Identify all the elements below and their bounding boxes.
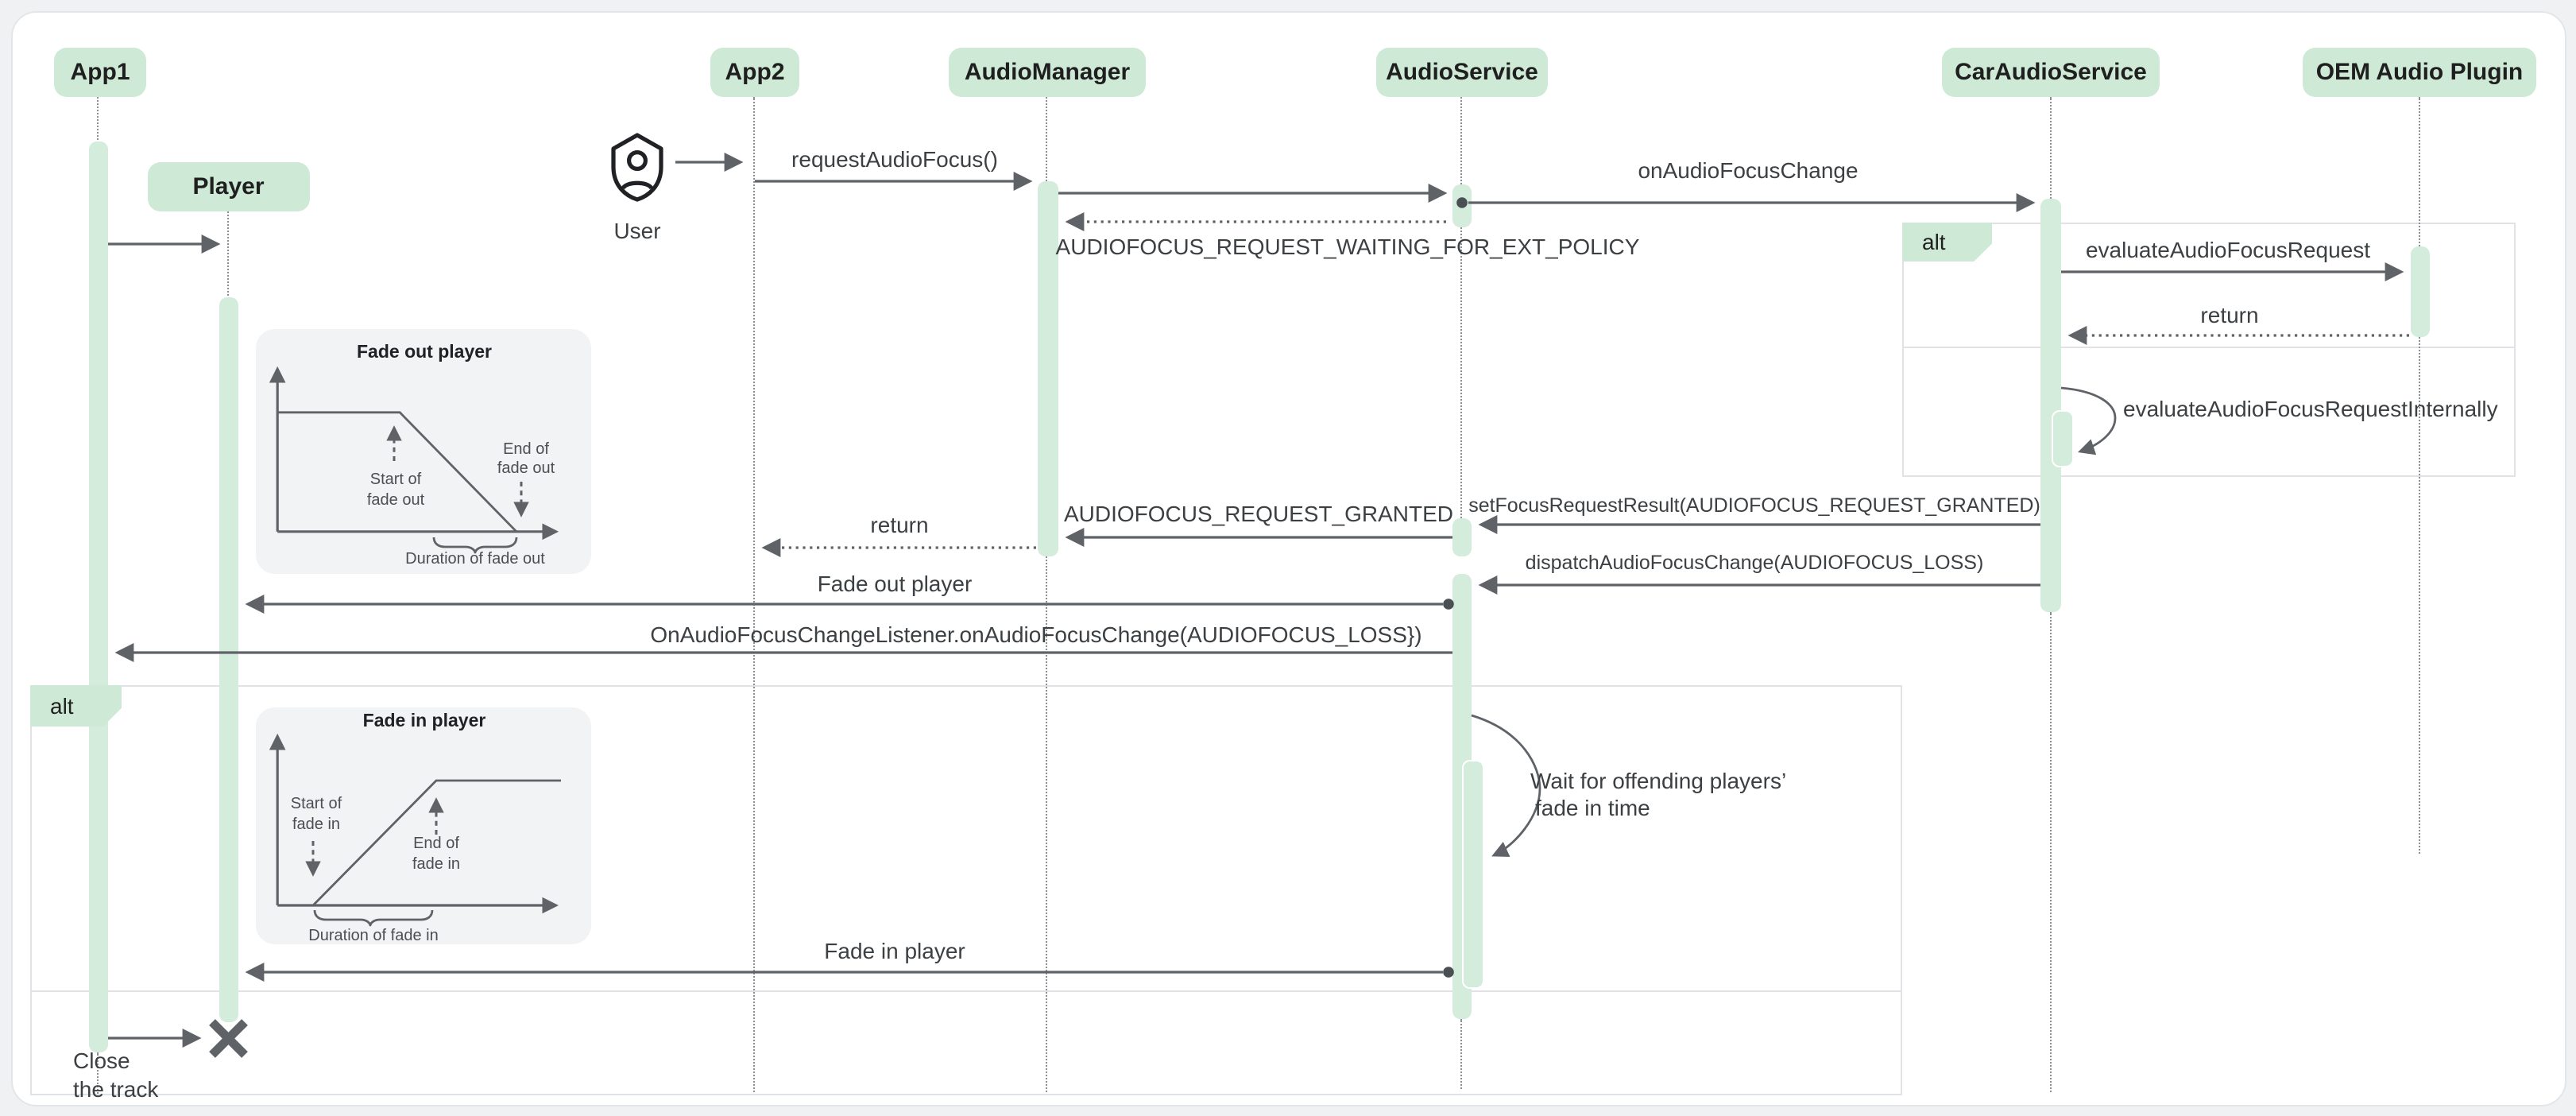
label-waiting-ext-policy: AUDIOFOCUS_REQUEST_WAITING_FOR_EXT_POLIC…: [1055, 234, 1640, 259]
activation-caraudioservice-nested: [2051, 410, 2074, 467]
alt-right-label-text: alt: [1922, 229, 1946, 254]
lifeline-app1-lower: [97, 1052, 99, 1097]
participant-caraudioservice-label: CarAudioService: [1955, 59, 2147, 86]
lifeline-app1: [97, 97, 99, 143]
label-set-focus-result: setFocusRequestResult(AUDIOFOCUS_REQUEST…: [1468, 494, 2040, 517]
lifeline-caraudioservice-lower: [2049, 612, 2052, 1092]
fade-out-end-label-1: End of: [503, 441, 549, 459]
lifeline-oem-lower: [2418, 337, 2420, 854]
lifeline-player: [226, 210, 229, 299]
activation-player: [219, 297, 238, 1022]
fade-in-end-label-2: fade in: [412, 856, 461, 874]
activation-caraudioservice: [2040, 199, 2061, 612]
label-evaluate-internally: evaluateAudioFocusRequestInternally: [2123, 396, 2498, 421]
activation-audiomanager: [1037, 181, 1058, 556]
fade-in-end-label-1: End of: [413, 835, 459, 853]
alt-fragment-right: [1901, 222, 2515, 477]
label-request-granted: AUDIOFOCUS_REQUEST_GRANTED: [1063, 501, 1454, 526]
fade-out-end-label-2: fade out: [497, 460, 555, 478]
participant-app2-label: App2: [725, 59, 785, 86]
label-request-audio-focus: requestAudioFocus(): [791, 146, 998, 172]
alt-left-divider: [31, 990, 1900, 991]
activation-audioservice-nested: [1461, 760, 1484, 989]
activation-app1: [89, 141, 108, 1052]
participant-audiomanager: AudioManager: [949, 48, 1146, 97]
lifeline-audioservice-mid: [1460, 226, 1463, 518]
label-return-oem: return: [2200, 302, 2259, 327]
player-box-label: Player: [192, 173, 265, 200]
alt-left-label: alt: [29, 685, 122, 727]
alt-fragment-left: [29, 685, 1901, 1095]
lifeline-audiomanager: [1046, 97, 1048, 181]
label-dispatch-loss: dispatchAudioFocusChange(AUDIOFOCUS_LOSS…: [1525, 552, 1984, 574]
lifeline-caraudioservice: [2049, 97, 2052, 199]
label-user: User: [613, 218, 661, 243]
participant-app1-label: App1: [70, 59, 130, 86]
label-wait-note-line1: Wait for offending players’: [1530, 768, 1787, 793]
label-focus-change-listener: OnAudioFocusChangeListener.onAudioFocusC…: [650, 622, 1422, 647]
fade-in-duration-label: Duration of fade in: [308, 928, 439, 945]
activation-oem: [2410, 246, 2430, 337]
participant-caraudioservice: CarAudioService: [1942, 48, 2160, 97]
fade-out-chart-title: Fade out player: [357, 343, 492, 362]
label-close-line1: Close: [73, 1048, 130, 1073]
alt-right-divider: [1903, 347, 2513, 348]
lifeline-app2: [753, 97, 756, 1092]
fade-out-duration-label: Duration of fade out: [405, 551, 545, 568]
alt-left-label-text: alt: [50, 693, 74, 719]
lifeline-audioservice: [1460, 97, 1463, 184]
lifeline-oem: [2418, 97, 2420, 246]
label-on-audio-focus-change: onAudioFocusChange: [1638, 157, 1859, 183]
fade-in-start-label-1: Start of: [290, 796, 342, 813]
participant-app1: App1: [54, 48, 146, 97]
fade-out-start-label-1: Start of: [369, 471, 422, 489]
lifeline-audioservice-lower: [1460, 1019, 1463, 1089]
label-return-app2: return: [870, 512, 929, 537]
fade-out-start-label-2: fade out: [366, 492, 425, 510]
participant-audioservice-label: AudioService: [1386, 59, 1538, 86]
label-fade-in-player: Fade in player: [824, 938, 965, 963]
activation-audioservice-top: [1452, 184, 1472, 227]
label-close-line2: the track: [73, 1076, 159, 1102]
participant-app2: App2: [710, 48, 799, 97]
lifeline-audiomanager-lower: [1046, 556, 1048, 1092]
label-evaluate-request: evaluateAudioFocusRequest: [2085, 237, 2371, 262]
activation-audioservice-result: [1452, 518, 1472, 556]
player-box: Player: [147, 162, 310, 211]
label-fade-out-player: Fade out player: [817, 571, 973, 596]
fade-in-start-label-2: fade in: [292, 816, 341, 834]
participant-oem-audio-plugin-label: OEM Audio Plugin: [2315, 59, 2524, 86]
participant-audioservice: AudioService: [1376, 48, 1548, 97]
fade-in-chart-title: Fade in player: [362, 712, 486, 731]
label-wait-note-line2: fade in time: [1535, 795, 1650, 820]
participant-oem-audio-plugin: OEM Audio Plugin: [2303, 48, 2536, 97]
alt-right-label: alt: [1901, 222, 1992, 262]
participant-audiomanager-label: AudioManager: [964, 59, 1131, 86]
